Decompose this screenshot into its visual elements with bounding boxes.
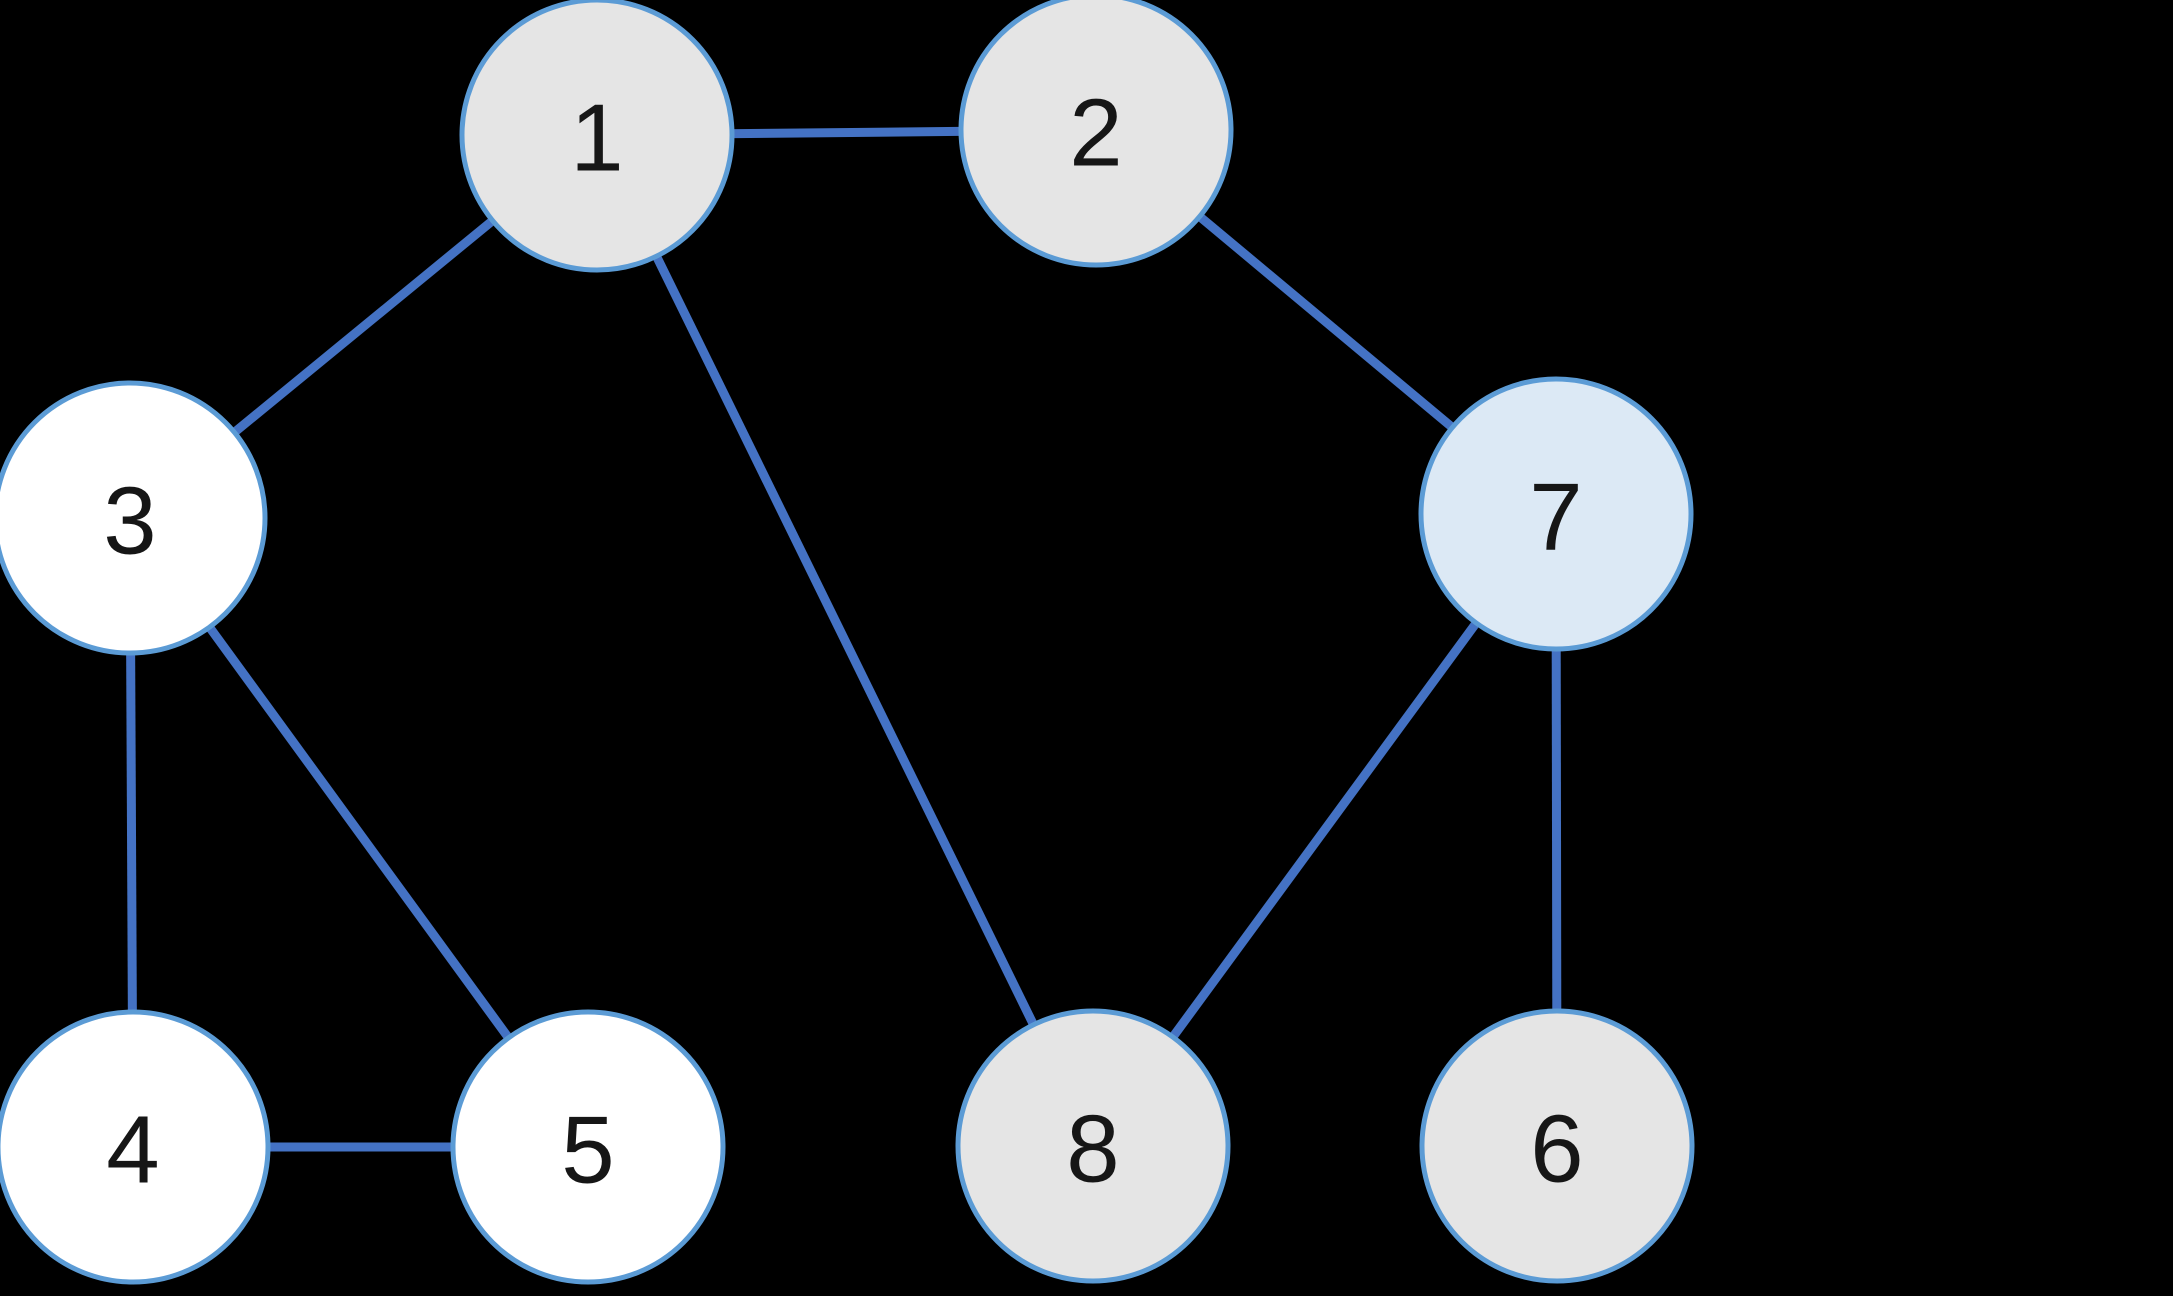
graph-node-circle-4[interactable] xyxy=(0,1009,271,1285)
nodes-layer: 1 2 3 4 5 6 7 8 xyxy=(0,0,1695,1285)
graph-node-label-6: 6 xyxy=(1530,1096,1583,1203)
graph-node-2[interactable]: 2 xyxy=(958,0,1234,268)
graph-node-label-2: 2 xyxy=(1069,80,1122,187)
graph-node-circle-2[interactable] xyxy=(958,0,1234,268)
graph-node-circle-6[interactable] xyxy=(1419,1008,1695,1284)
graph-node-3[interactable]: 3 xyxy=(0,380,268,656)
graph-node-circle-5[interactable] xyxy=(450,1009,726,1285)
graph-node-5[interactable]: 5 xyxy=(450,1009,726,1285)
graph-node-circle-7[interactable] xyxy=(1418,376,1694,652)
graph-node-7[interactable]: 7 xyxy=(1418,376,1694,652)
graph-node-label-8: 8 xyxy=(1066,1096,1119,1203)
graph-node-label-7: 7 xyxy=(1529,464,1582,571)
graph-edge-1-8 xyxy=(592,133,1098,1148)
graph-node-circle-1[interactable] xyxy=(459,0,735,273)
graph-node-4[interactable]: 4 xyxy=(0,1009,271,1285)
graph-node-6[interactable]: 6 xyxy=(1419,1008,1695,1284)
graph-node-circle-8[interactable] xyxy=(955,1008,1231,1284)
graph-node-label-5: 5 xyxy=(561,1097,614,1204)
graph-node-label-4: 4 xyxy=(106,1097,159,1204)
graph-node-label-1: 1 xyxy=(570,85,623,192)
edges-layer xyxy=(125,125,1562,1152)
graph-node-1[interactable]: 1 xyxy=(459,0,735,273)
graph-node-circle-3[interactable] xyxy=(0,380,268,656)
graph-node-8[interactable]: 8 xyxy=(955,1008,1231,1284)
graph-node-label-3: 3 xyxy=(103,468,156,575)
